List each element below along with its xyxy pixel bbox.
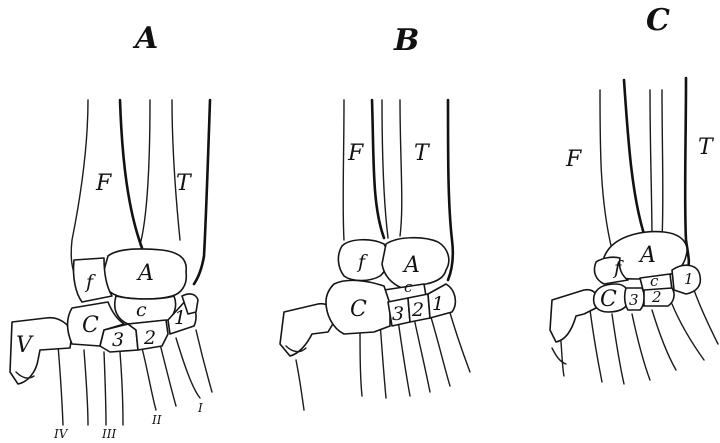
- panel-a-label-digit-2: II: [151, 413, 162, 427]
- panel-c-metatarsal-5-joint: [552, 348, 566, 364]
- panel-b-title: B: [393, 23, 419, 58]
- panel-c: C F T: [550, 3, 718, 384]
- panel-a: A: [10, 21, 212, 441]
- panel-a-label-tarsal-2: 2: [143, 327, 156, 349]
- panel-a-label-digit-1: I: [197, 401, 203, 415]
- panel-c-label-tarsal-2: 2: [651, 288, 662, 306]
- panel-b: B F T: [280, 23, 470, 410]
- panel-a-label-tibia: T: [176, 171, 193, 196]
- panel-a-label-metatarsal-5: V: [16, 333, 34, 358]
- panel-a-label-tarsal-3: 3: [112, 329, 124, 351]
- panel-c-label-cuboid: C: [600, 287, 617, 312]
- panel-b-label-tibia: T: [414, 141, 431, 166]
- panel-b-label-cuboid: C: [350, 297, 367, 322]
- panel-b-label-tarsal-2: 2: [411, 299, 424, 321]
- panel-a-label-digit-4: IV: [53, 427, 69, 441]
- panel-c-label-tarsal-3: 3: [629, 291, 639, 309]
- panel-c-label-tibia: T: [698, 135, 715, 160]
- panel-b-label-centrale: c: [404, 278, 413, 296]
- panel-c-label-astragalus: A: [638, 243, 656, 268]
- panel-a-label-fibula: F: [95, 171, 112, 196]
- panel-c-label-fibula: F: [565, 147, 582, 172]
- panel-b-label-tarsal-1: 1: [432, 293, 444, 315]
- panel-a-label-astragalus: A: [136, 261, 154, 286]
- panel-b-fibula: [343, 100, 388, 240]
- panel-a-label-centrale: c: [136, 299, 147, 321]
- panel-a-title: A: [132, 21, 158, 56]
- panel-a-label-cuboid: C: [82, 313, 99, 338]
- panel-a-label-tarsal-1: 1: [174, 307, 186, 329]
- panel-c-label-tarsal-1: 1: [684, 270, 694, 288]
- panel-b-label-fibula: F: [347, 141, 364, 166]
- panel-b-label-astragalus: A: [402, 253, 420, 278]
- panel-a-label-digit-3: III: [101, 427, 116, 441]
- panel-b-label-tarsal-3: 3: [392, 303, 404, 325]
- panel-c-title: C: [646, 3, 670, 38]
